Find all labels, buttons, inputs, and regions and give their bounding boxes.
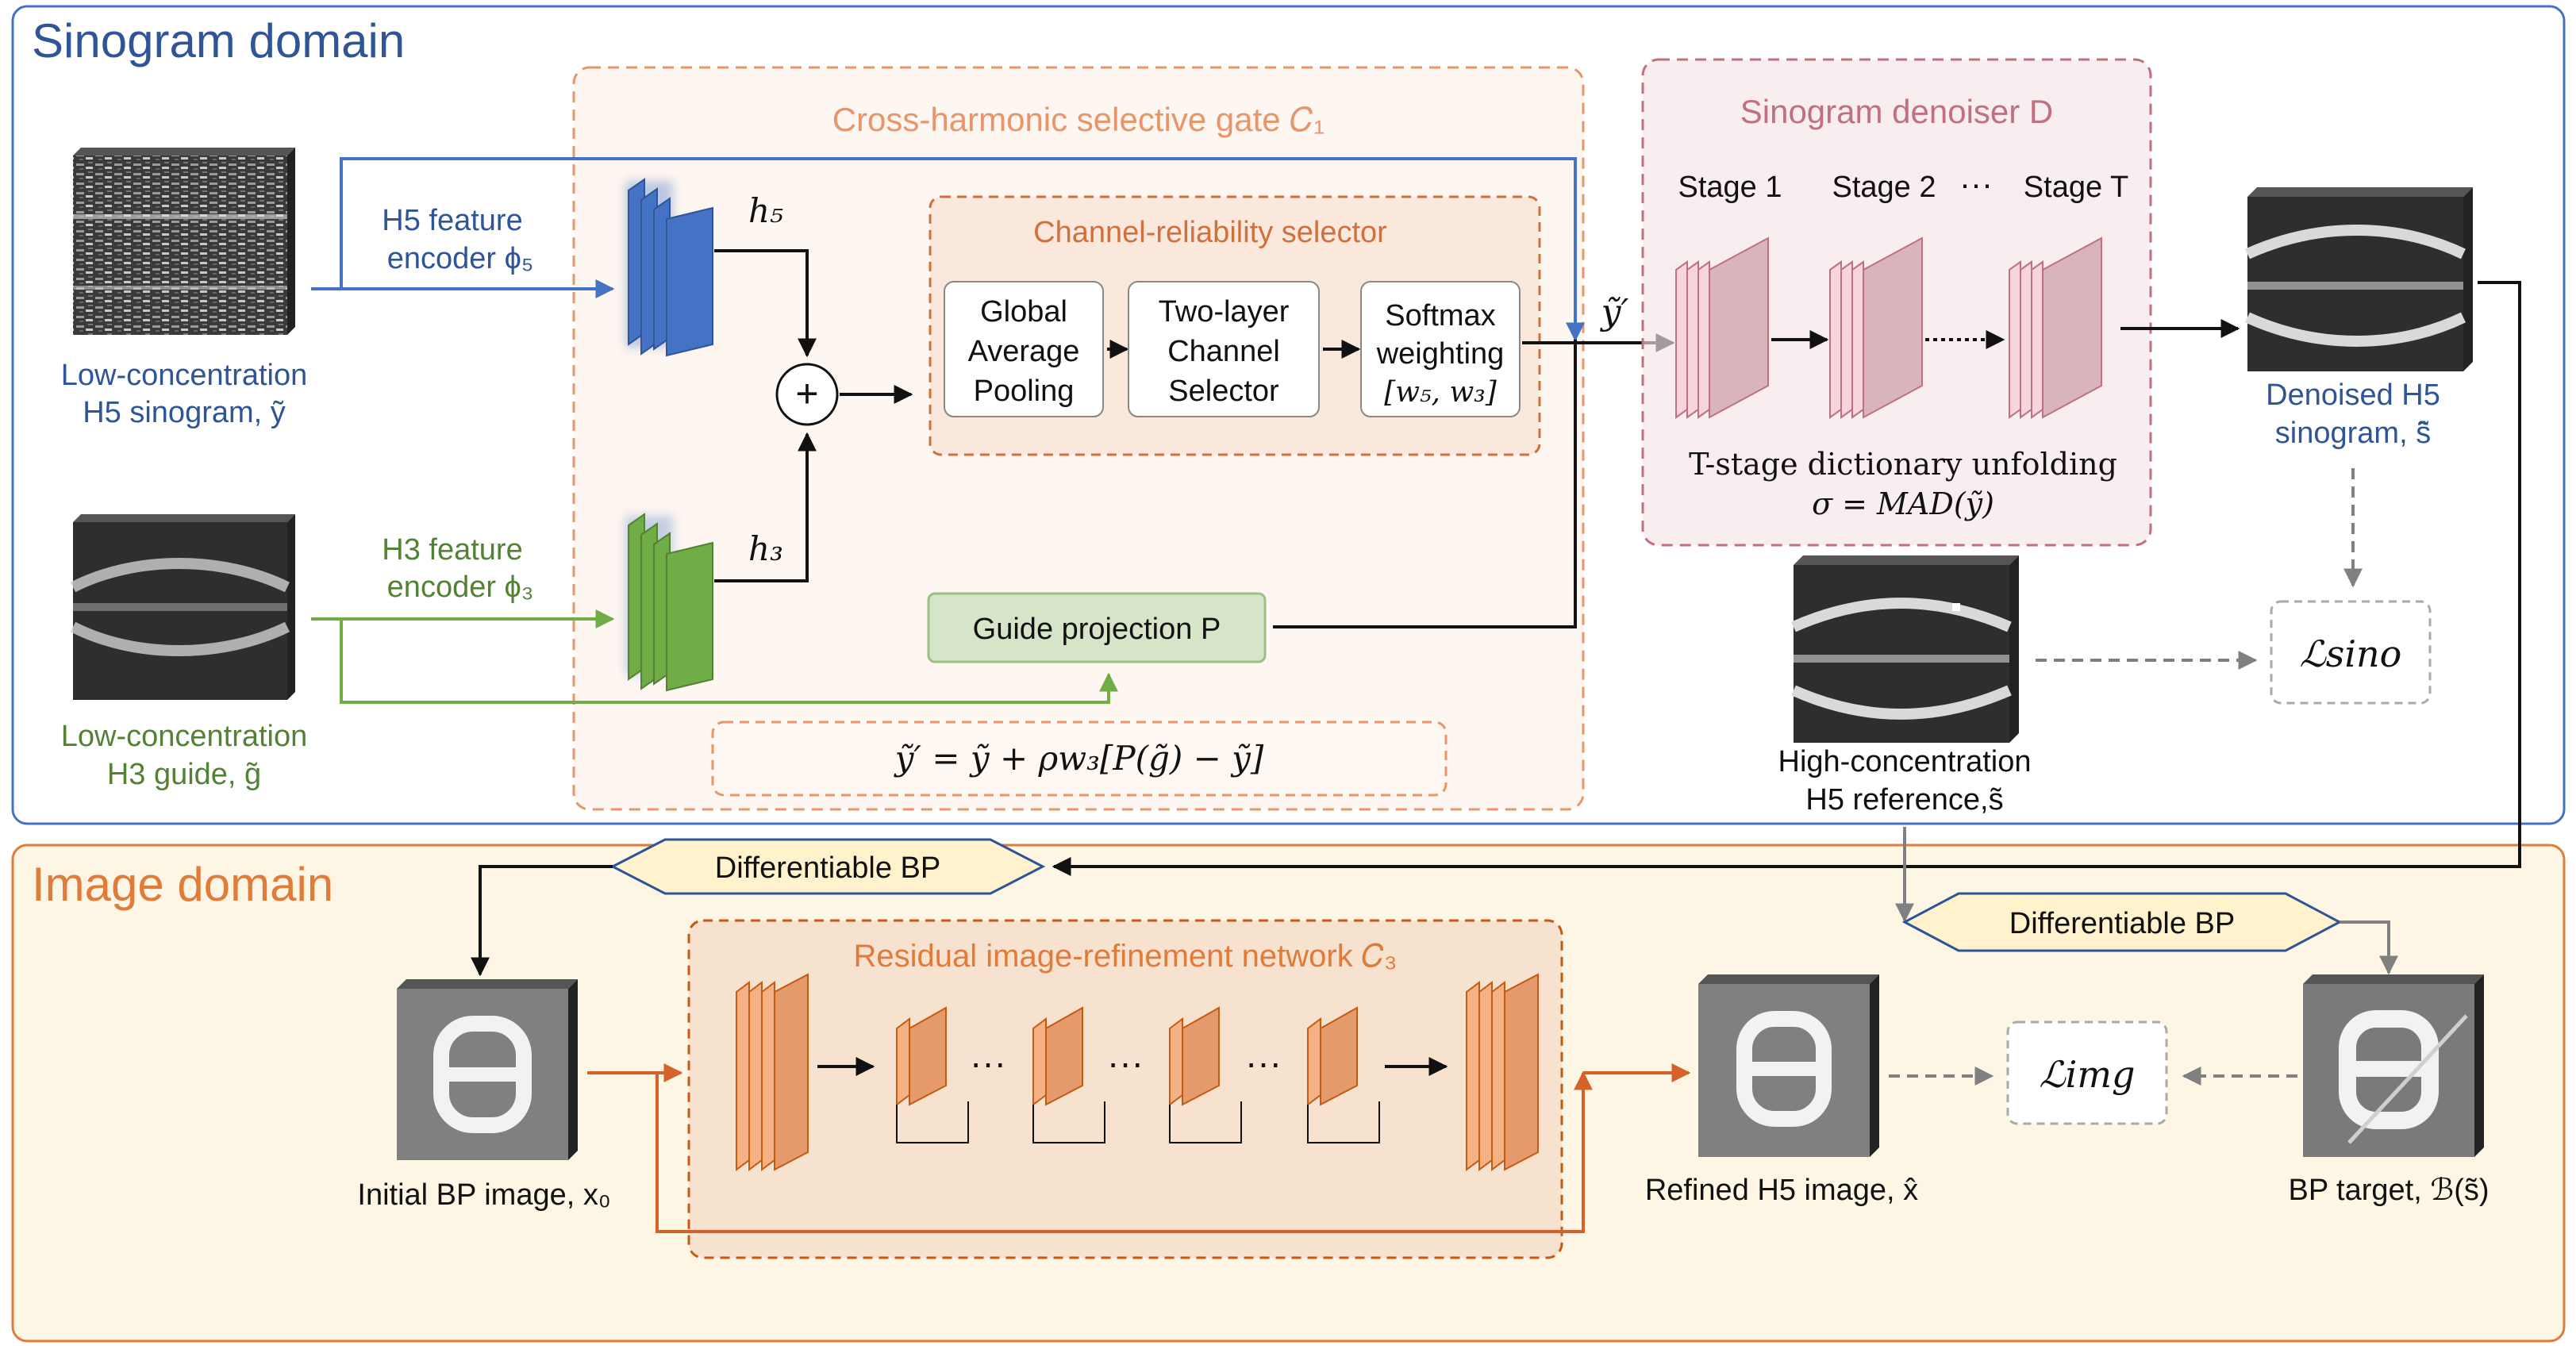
stageT-block	[2009, 236, 2102, 419]
sigma-label: σ = MAD(ỹ)	[1812, 486, 1994, 521]
low-h5-label-1: Low-concentration	[61, 359, 308, 392]
refine-title: Residual image-refinement network 𝐶₃	[854, 939, 1398, 974]
res-block-2	[1032, 1006, 1105, 1143]
y-prime-label: ỹ′	[1600, 292, 1629, 332]
low-h3-guide-image	[70, 514, 295, 700]
h5-skip-line	[340, 157, 1585, 342]
denoiser-title: Sinogram denoiser D	[1740, 93, 2054, 130]
loss-sino-label: ℒsino	[2300, 632, 2402, 675]
guide-projection-label: Guide projection P	[973, 613, 1221, 646]
h3-label: h₃	[748, 529, 783, 568]
bp1-to-initial	[471, 865, 613, 977]
h5-encoder-block	[625, 178, 713, 357]
refined-label: Refined H5 image, x̂	[1645, 1174, 1918, 1207]
res-dots-3: ···	[1245, 1042, 1282, 1083]
high-label-2: H5 reference,s̃	[1805, 783, 2003, 817]
stage1-label: Stage 1	[1678, 171, 1782, 204]
h5-encoder-label-1: H5 feature	[382, 204, 522, 237]
h5-encoder-label-2: encoder ϕ₅	[387, 242, 533, 275]
plus-node	[775, 363, 839, 426]
res-block-4	[1307, 1006, 1380, 1143]
stageT-label: Stage T	[2024, 171, 2128, 204]
tlcs-line1: Two-layer	[1159, 295, 1290, 329]
image-domain-title: Image domain	[32, 858, 333, 911]
tlcs-box	[1128, 281, 1320, 417]
guide-projection-box	[927, 592, 1267, 663]
tlcs-line2: Channel	[1167, 335, 1280, 368]
denoised-label-1: Denoised H5	[2266, 379, 2440, 412]
refine-input-block	[736, 973, 809, 1171]
residual-skip	[656, 1070, 1593, 1233]
denoised-label-2: sinogram, ŝ̃	[2275, 417, 2431, 450]
refine-output-block	[1466, 973, 1539, 1171]
low-h3-label-2: H3 guide, g̃	[107, 758, 261, 791]
loss-img-box	[2006, 1020, 2168, 1125]
res-block-3	[1169, 1006, 1242, 1143]
refined-image	[1698, 974, 1879, 1157]
res-dots-2: ···	[1107, 1042, 1144, 1083]
gap-box	[944, 281, 1104, 417]
denoised-sinogram-image	[2245, 187, 2473, 371]
low-h5-sinogram-image	[73, 148, 295, 335]
gap-line3: Pooling	[974, 375, 1075, 408]
stage2-block	[1829, 236, 1923, 419]
bp2-label: Differentiable BP	[2009, 907, 2235, 940]
h3-to-plus	[714, 432, 817, 582]
bp2-to-target	[2340, 920, 2398, 975]
res-dots-1: ···	[970, 1042, 1006, 1083]
loss-img-label: ℒimg	[2040, 1053, 2136, 1096]
gap-line2: Average	[968, 335, 1080, 368]
stage1-block	[1675, 236, 1769, 419]
bp1-hexagon[interactable]	[609, 838, 1046, 895]
high-reference-image	[1791, 555, 2019, 743]
h3-encoder-label-1: H3 feature	[382, 533, 522, 567]
unfold-label: T-stage dictionary unfolding	[1689, 447, 2117, 482]
h5-to-plus	[714, 249, 817, 358]
tlcs-line3: Selector	[1168, 375, 1279, 408]
equation-box	[711, 721, 1448, 797]
softmax-box	[1360, 281, 1521, 417]
guide-to-junction	[1273, 343, 1577, 628]
bp-target-image	[2303, 974, 2484, 1157]
loss-sino-box	[2270, 600, 2432, 705]
high-label-1: High-concentration	[1778, 745, 2032, 778]
low-h5-label-2: H5 sinogram, ỹ	[83, 396, 286, 429]
bp1-label: Differentiable BP	[715, 851, 940, 885]
equation-text: ỹ′ = ỹ + ρw₃[P(g̃) − ỹ]	[894, 739, 1264, 778]
stage2-label: Stage 2	[1832, 171, 1936, 204]
low-h3-label-1: Low-concentration	[61, 720, 308, 753]
selector-title: Channel-reliability selector	[1033, 216, 1387, 249]
initial-bp-image	[397, 979, 578, 1160]
gate-title: Cross-harmonic selective gate 𝐶₁	[832, 101, 1325, 138]
h3-guide-line	[340, 619, 1118, 704]
plus-sign: +	[795, 371, 818, 416]
softmax-line3: [w₅, w₃]	[1384, 376, 1497, 409]
softmax-line2: weighting	[1376, 337, 1505, 371]
denoised-to-bp-line	[1052, 281, 2521, 876]
h3-encoder-block	[625, 513, 713, 692]
res-block-1	[896, 1006, 969, 1143]
softmax-line1: Softmax	[1385, 299, 1495, 332]
refine-panel	[687, 919, 1563, 1259]
stage-dots: ···	[1959, 165, 1993, 202]
h5-label: h₅	[748, 191, 783, 230]
bp-target-label: BP target, ℬ(s̃)	[2288, 1174, 2489, 1207]
initial-bp-label: Initial BP image, x₀	[357, 1178, 610, 1212]
gap-line1: Global	[980, 295, 1067, 329]
h3-encoder-label-2: encoder ϕ₃	[387, 571, 534, 604]
sinogram-domain-title: Sinogram domain	[32, 14, 405, 67]
